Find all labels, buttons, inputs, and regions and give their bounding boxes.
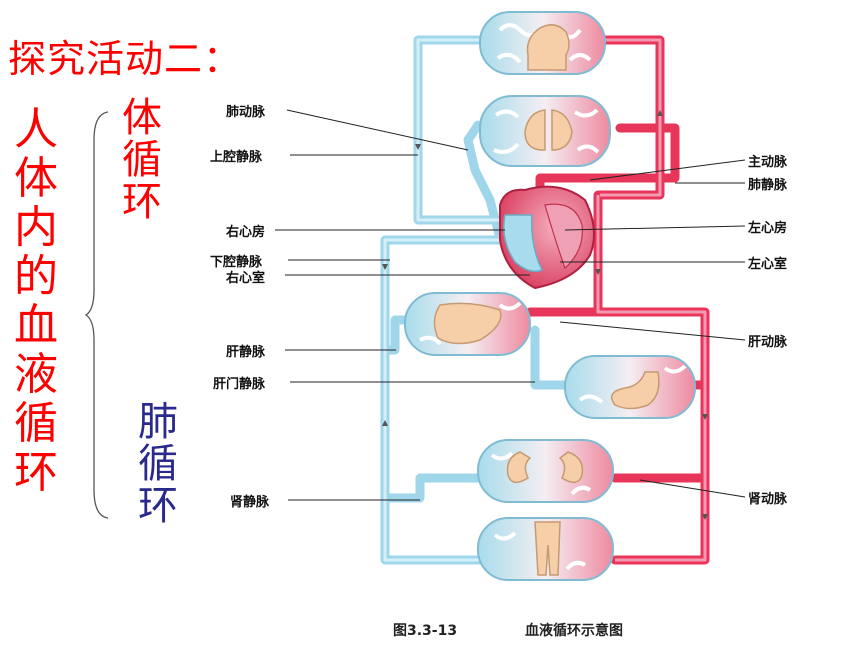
- label-renal-artery: 肾动脉: [748, 492, 788, 507]
- systemic-char: 体: [122, 95, 162, 141]
- topic-char: 循: [14, 398, 58, 449]
- topic-char: 的: [14, 251, 58, 302]
- label-left-atrium: 左心房: [748, 221, 788, 236]
- systemic-char: 环: [122, 179, 162, 225]
- pulmonary-circulation-label: 肺 循 环: [138, 402, 178, 528]
- label-hepatic-portal-vein: 肝门静脉: [213, 377, 266, 392]
- systemic-char: 循: [122, 137, 162, 183]
- label-renal-vein: 肾静脉: [230, 495, 270, 510]
- topic-char: 液: [14, 349, 58, 400]
- systemic-circulation-label: 体 循 环: [122, 98, 162, 224]
- topic-char: 人: [14, 104, 58, 155]
- activity-title: 探究活动二：: [8, 37, 243, 81]
- label-hepatic-artery: 肝动脉: [748, 335, 788, 350]
- capillary-lungs: [479, 95, 611, 167]
- label-inferior-vena-cava: 下腔静脉: [210, 255, 263, 270]
- capillary-kidneys: [477, 439, 614, 503]
- label-pulmonary-vein: 肺静脉: [748, 178, 788, 193]
- pulmonary-char: 环: [138, 483, 178, 529]
- topic-char: 环: [14, 447, 58, 498]
- label-right-ventricle: 右心室: [226, 271, 266, 286]
- label-pulmonary-artery: 肺动脉: [226, 105, 266, 120]
- flow-arrows: [382, 110, 708, 520]
- topic-char: 内: [14, 202, 58, 253]
- label-right-atrium: 右心房: [226, 225, 266, 240]
- figure-caption: 血液循环示意图: [525, 623, 623, 639]
- capillary-legs: [477, 517, 614, 581]
- curly-brace: [84, 111, 109, 519]
- venous-vessels-inner: [383, 38, 500, 562]
- label-hepatic-vein: 肝静脉: [226, 345, 266, 360]
- capillary-liver: [404, 292, 531, 356]
- figure-number: 图3.3-13: [393, 623, 458, 639]
- heart: [499, 185, 595, 290]
- label-aorta: 主动脉: [748, 155, 788, 170]
- label-left-ventricle: 左心室: [748, 257, 788, 272]
- label-leader-lines: [275, 109, 746, 501]
- topic-char: 血: [14, 300, 58, 351]
- main-topic-vertical: 人 体 内 的 血 液 循 环: [14, 108, 58, 500]
- capillary-stomach: [564, 355, 696, 419]
- topic-char: 体: [14, 153, 58, 204]
- capillary-head: [479, 11, 606, 75]
- label-superior-vena-cava: 上腔静脉: [210, 150, 263, 165]
- pulmonary-char: 循: [138, 441, 178, 487]
- pulmonary-char: 肺: [138, 399, 178, 445]
